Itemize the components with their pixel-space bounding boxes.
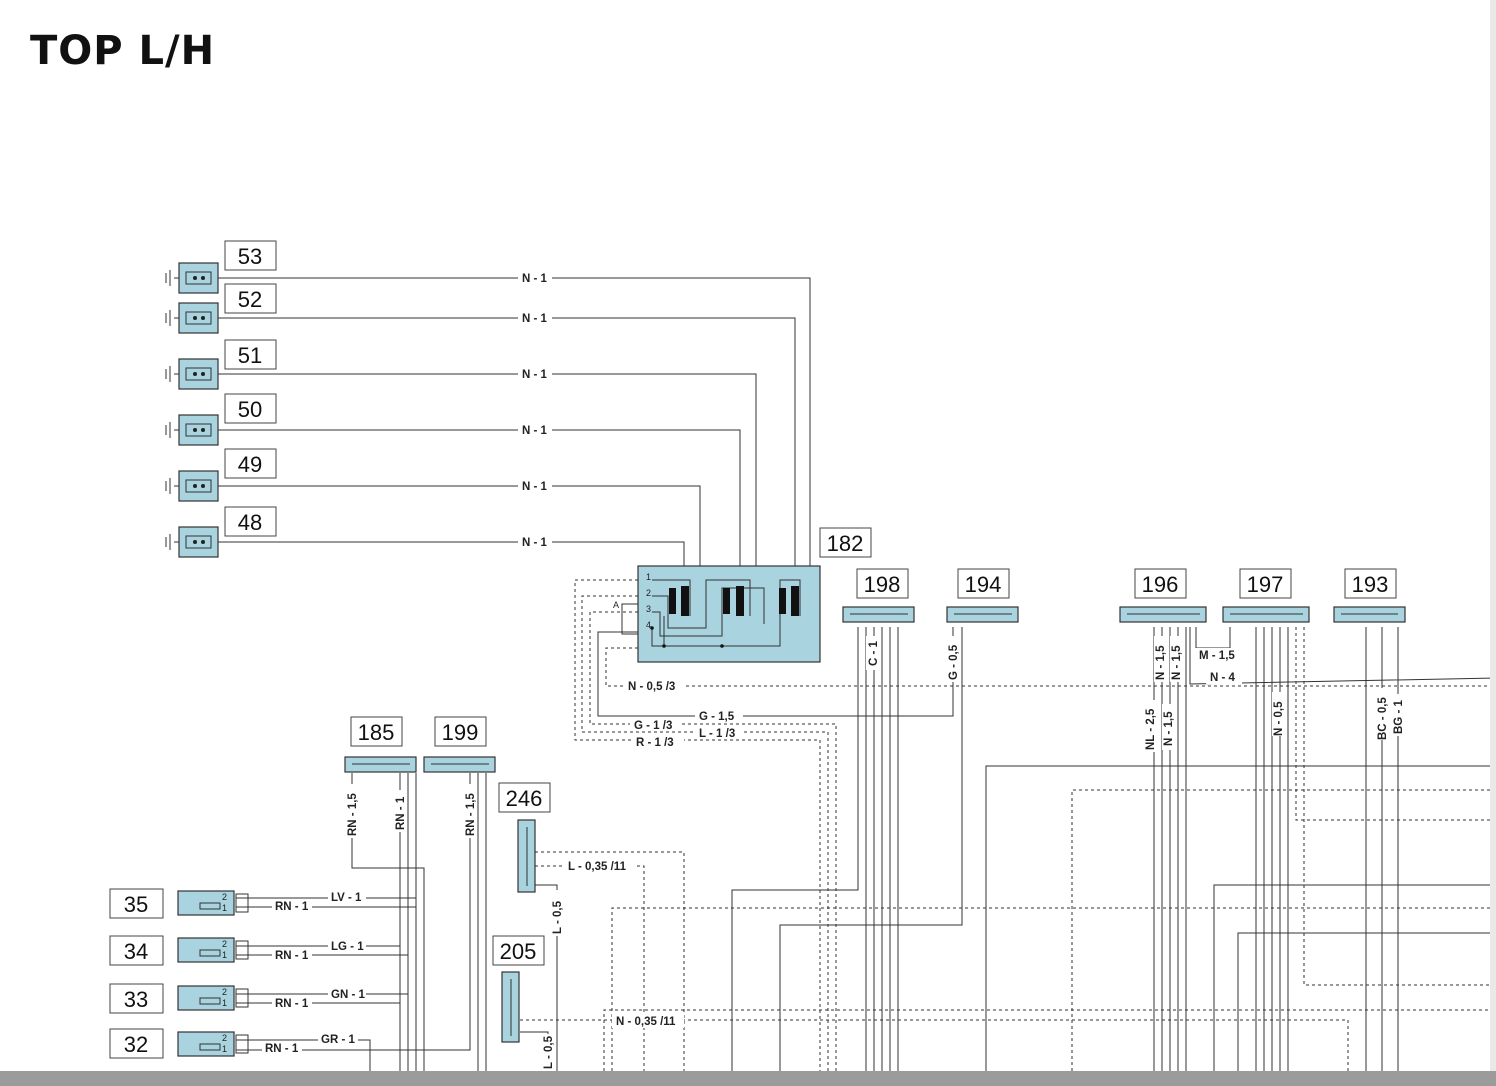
wire-label-rn15b: RN - 1,5 (465, 793, 477, 836)
wire-label-rn15: RN - 1,5 (347, 793, 359, 836)
conn35-pin-2: 2 (222, 892, 227, 902)
conn33-pin-2: 2 (222, 987, 227, 997)
conn34-pin-2: 2 (222, 939, 227, 949)
conn32-pin-1: 1 (222, 1044, 227, 1054)
wire-label-l035-11: L - 0,35 /11 (568, 861, 627, 873)
wire-label-48: N - 1 (522, 537, 548, 549)
component-51-label: 51 (238, 343, 262, 368)
component-193-label: 193 (1352, 572, 1389, 597)
wire-label-rn1-33: RN - 1 (275, 998, 309, 1010)
component-194-label: 194 (965, 572, 1002, 597)
component-33-label: 33 (124, 987, 148, 1012)
relay-aux-label: A (613, 600, 619, 610)
wire-label-c1: C - 1 (868, 640, 880, 666)
component-185-label: 185 (358, 720, 395, 745)
wire-label-52: N - 1 (522, 313, 548, 325)
relay-pin-3: 3 (646, 604, 651, 614)
wire-label-gn1: GN - 1 (331, 989, 365, 1001)
small-connectors: 2 1 2 1 2 1 2 1 (177, 890, 249, 1057)
wire-label-bg1: BG - 1 (1393, 700, 1405, 734)
wire-label-n15c: N - 1,5 (1163, 711, 1175, 746)
wire-label-rn1-32: RN - 1 (265, 1043, 299, 1055)
wire-label-g1-3: G - 1 /3 (634, 720, 672, 732)
component-35-label: 35 (124, 892, 148, 917)
bottom-bar (0, 1071, 1496, 1086)
wire-label-g05: G - 0,5 (948, 644, 960, 680)
component-198-label: 198 (864, 572, 901, 597)
wire-label-rn1-35: RN - 1 (275, 901, 309, 913)
wire-label-nl25: NL - 2,5 (1145, 708, 1157, 750)
conn33-pin-1: 1 (222, 998, 227, 1008)
wire-label-bc05: BC - 0,5 (1377, 697, 1389, 740)
ground-connectors (165, 262, 219, 558)
component-48-label: 48 (238, 510, 262, 535)
relay-pin-4: 4 (646, 620, 651, 630)
wire-label-n035-11: N - 0,35 /11 (616, 1016, 676, 1028)
wire-label-r1-3: R - 1 /3 (636, 737, 674, 749)
conn35-pin-1: 1 (222, 903, 227, 913)
wire-label-lg1: LG - 1 (331, 941, 364, 953)
component-49-label: 49 (238, 452, 262, 477)
wire-label-g15: G - 1,5 (699, 711, 735, 723)
wire-label-l1-3: L - 1 /3 (699, 728, 735, 740)
component-50-label: 50 (238, 397, 262, 422)
wire-label-gr1: GR - 1 (321, 1034, 355, 1046)
wire-label-m15: M - 1,5 (1199, 650, 1235, 662)
component-32-label: 32 (124, 1032, 148, 1057)
component-52-label: 52 (238, 287, 262, 312)
page-title: TOP L/H (30, 28, 216, 74)
component-199-label: 199 (442, 720, 479, 745)
wire-label-51: N - 1 (522, 369, 548, 381)
wire-label-l05b: L - 0,5 (543, 1035, 555, 1069)
component-34-label: 34 (124, 939, 148, 964)
relay-182: 1 2 3 4 A (613, 565, 821, 663)
page-edge (1490, 0, 1496, 1071)
wire-label-n4: N - 4 (1210, 672, 1236, 684)
component-196-label: 196 (1142, 572, 1179, 597)
wire-label-50: N - 1 (522, 425, 548, 437)
wire-label-n15a: N - 1,5 (1155, 645, 1167, 680)
component-53-label: 53 (238, 244, 262, 269)
wire-label-n05-3: N - 0,5 /3 (628, 681, 675, 693)
relay-pin-2: 2 (646, 588, 651, 598)
wire-label-lv1: LV - 1 (331, 892, 362, 904)
wire-label-n15b: N - 1,5 (1171, 645, 1183, 680)
component-197-label: 197 (1247, 572, 1284, 597)
component-205-label: 205 (500, 939, 537, 964)
component-246-label: 246 (506, 786, 543, 811)
wire-label-49: N - 1 (522, 481, 548, 493)
wire-label-53: N - 1 (522, 273, 548, 285)
wire-label-n05: N - 0,5 (1273, 701, 1285, 736)
conn32-pin-2: 2 (222, 1033, 227, 1043)
wire-label-rn1: RN - 1 (395, 796, 407, 830)
conn34-pin-1: 1 (222, 950, 227, 960)
wire-label-l05: L - 0,5 (552, 900, 564, 934)
component-182-label: 182 (827, 531, 864, 556)
wire-label-rn1-34: RN - 1 (275, 950, 309, 962)
relay-pin-1: 1 (646, 572, 651, 582)
